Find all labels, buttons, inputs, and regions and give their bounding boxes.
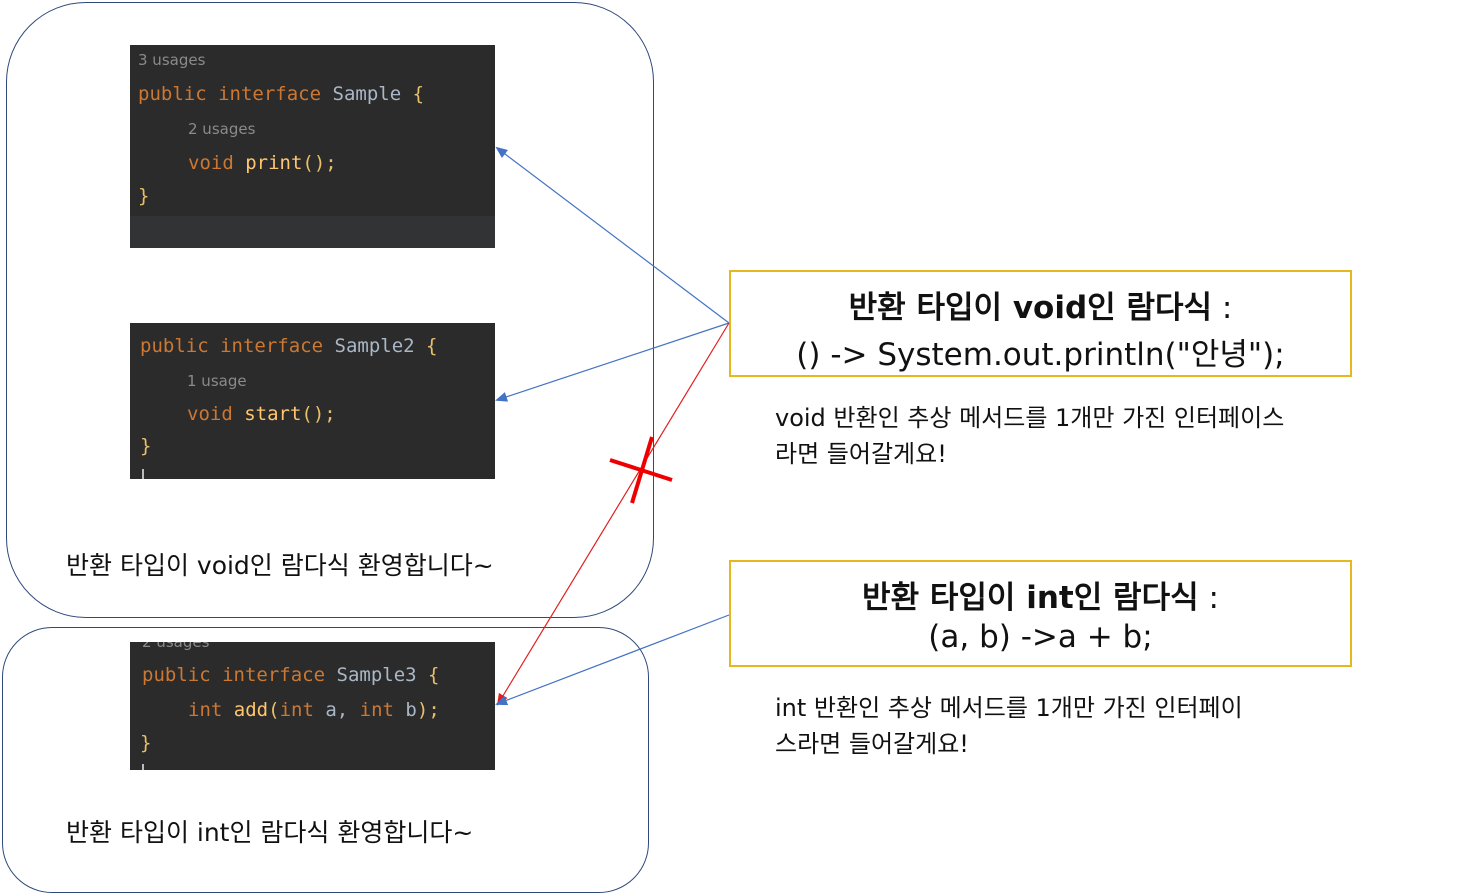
closing-brace: } — [140, 435, 152, 457]
int-lambda-callout: 반환 타입이 int인 람다식 : (a, b) ->a + b; — [729, 560, 1352, 667]
method-declaration: void print(); — [188, 152, 337, 174]
int-lambda-group-box — [2, 627, 649, 893]
description-line: int 반환인 추상 메서드를 1개만 가진 인터페이 — [775, 694, 1243, 722]
text-cursor — [142, 469, 144, 479]
method-declaration: void start(); — [187, 403, 336, 425]
void-lambda-callout: 반환 타입이 void인 람다식 : () -> System.out.prin… — [729, 270, 1352, 377]
callout-title: 반환 타입이 void인 람다식 : — [848, 290, 1233, 326]
description-line: 라면 들어갈게요! — [775, 440, 947, 468]
interface-declaration: public interface Sample3 { — [142, 664, 440, 686]
int-description: int 반환인 추상 메서드를 1개만 가진 인터페이 스라면 들어갈게요! — [775, 690, 1415, 762]
void-description: void 반환인 추상 메서드를 1개만 가진 인터페이스 라면 들어갈게요! — [775, 400, 1455, 472]
text-cursor — [142, 764, 144, 770]
usage-hint: 2 usages — [188, 120, 256, 138]
int-welcome-text: 반환 타입이 int인 람다식 환영합니다~ — [66, 818, 474, 847]
description-line: 스라면 들어갈게요! — [775, 730, 969, 758]
closing-brace: } — [138, 185, 150, 207]
code-snippet-sample: 3 usages public interface Sample { 2 usa… — [130, 45, 495, 248]
lambda-expression: () -> System.out.println("안녕"); — [796, 337, 1285, 373]
code-snippet-sample2: public interface Sample2 { 1 usage void … — [130, 323, 495, 479]
usage-hint: 1 usage — [187, 372, 247, 390]
closing-brace: } — [140, 732, 152, 754]
void-welcome-text: 반환 타입이 void인 람다식 환영합니다~ — [66, 551, 494, 580]
description-line: void 반환인 추상 메서드를 1개만 가진 인터페이스 — [775, 404, 1285, 432]
lambda-expression: (a, b) ->a + b; — [928, 619, 1153, 655]
method-declaration: int add(int a, int b); — [188, 699, 440, 721]
usage-hint: 3 usages — [138, 51, 206, 69]
interface-declaration: public interface Sample { — [138, 83, 425, 105]
callout-title: 반환 타입이 int인 람다식 : — [862, 580, 1219, 616]
editor-gutter-strip — [130, 216, 495, 248]
usage-hint: 2 usages — [142, 642, 210, 651]
interface-declaration: public interface Sample2 { — [140, 335, 438, 357]
code-snippet-sample3: 2 usages public interface Sample3 { int … — [130, 642, 495, 770]
